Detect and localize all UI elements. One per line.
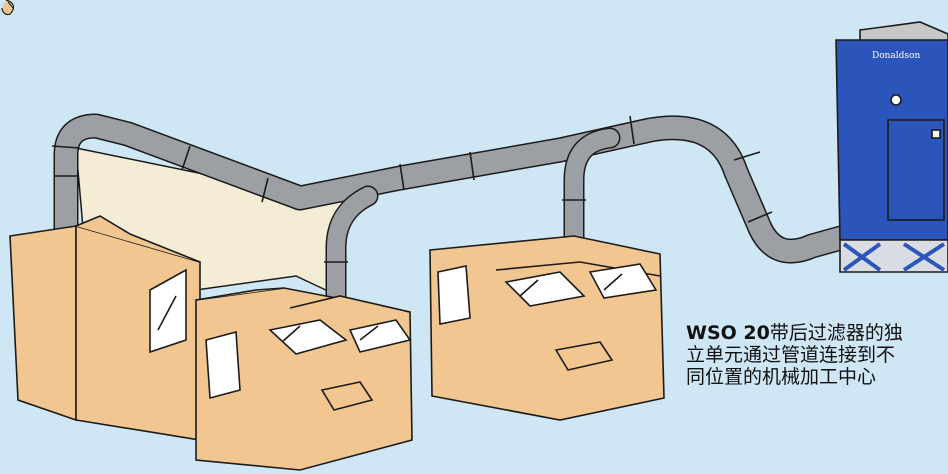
collector-brand-label: Donaldson [872, 51, 920, 61]
caption-line-3: 同位置的机械加工中心 [686, 366, 948, 388]
machine-right [430, 236, 664, 420]
machine-middle [196, 288, 412, 470]
caption-line-1: WSO 20带后过滤器的独 [686, 322, 948, 344]
caption-line-2: 立单元通过管道连接到不 [686, 344, 948, 366]
caption: WSO 20带后过滤器的独 立单元通过管道连接到不 同位置的机械加工中心 [686, 322, 948, 388]
caption-line-1-rest: 带后过滤器的独 [770, 322, 903, 344]
caption-model: WSO 20 [686, 322, 770, 344]
